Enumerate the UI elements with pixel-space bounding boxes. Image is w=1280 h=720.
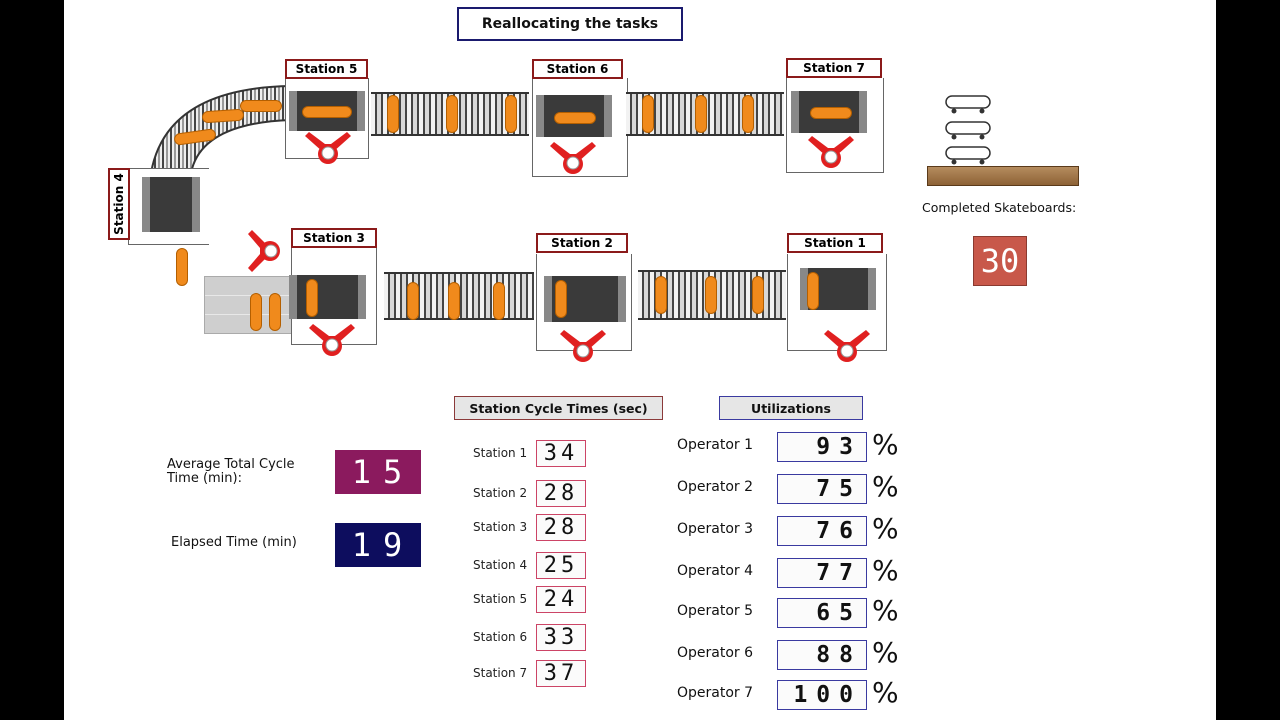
station-3-label: Station 3 bbox=[291, 228, 377, 248]
cycle-row-value: 34 bbox=[536, 440, 586, 467]
cycle-row-label: Station 7 bbox=[473, 666, 528, 680]
station-6-label: Station 6 bbox=[532, 59, 623, 79]
cycle-row-label: Station 1 bbox=[473, 446, 528, 460]
avg-cycle-value: 15 bbox=[335, 450, 421, 494]
station-4-machine bbox=[142, 177, 200, 232]
station-7-label: Station 7 bbox=[786, 58, 882, 78]
skateboard-in-machine bbox=[807, 272, 819, 310]
skateboard-staged bbox=[269, 293, 281, 331]
operator-utilization-value: 76 bbox=[777, 516, 867, 546]
skateboard-in-machine bbox=[302, 106, 352, 118]
operator-row-label: Operator 6 bbox=[677, 645, 754, 661]
curved-conveyor bbox=[149, 84, 292, 174]
operator-row-label: Operator 7 bbox=[677, 685, 754, 701]
simulation-canvas: Reallocating the tasks Station 5 Station… bbox=[64, 0, 1216, 720]
skateboard-transfer bbox=[176, 248, 188, 286]
completed-counter: 30 bbox=[973, 236, 1027, 286]
cycle-row-value: 25 bbox=[536, 552, 586, 579]
station-3-machine bbox=[289, 275, 366, 319]
cycle-row-label: Station 2 bbox=[473, 486, 528, 500]
station-2-label: Station 2 bbox=[536, 233, 628, 253]
cycle-row-value: 33 bbox=[536, 624, 586, 651]
operator-row-label: Operator 3 bbox=[677, 521, 754, 537]
percent-sign: % bbox=[872, 676, 899, 709]
operator-1-icon bbox=[824, 330, 870, 362]
operator-utilization-value: 100 bbox=[777, 680, 867, 710]
skateboard-stack-icon bbox=[945, 95, 991, 165]
operator-utilization-value: 93 bbox=[777, 432, 867, 462]
skateboard-on-belt bbox=[752, 276, 764, 314]
elapsed-label: Elapsed Time (min) bbox=[171, 535, 297, 550]
operator-utilization-value: 75 bbox=[777, 474, 867, 504]
station-4-label-text: Station 4 bbox=[112, 173, 127, 235]
percent-sign: % bbox=[872, 594, 899, 627]
operator-utilization-value: 77 bbox=[777, 558, 867, 588]
operator-utilization-value: 65 bbox=[777, 598, 867, 628]
cycle-row-value: 37 bbox=[536, 660, 586, 687]
percent-sign: % bbox=[872, 428, 899, 461]
skateboard-on-belt bbox=[705, 276, 717, 314]
skateboard-in-machine bbox=[810, 107, 852, 119]
skateboard-in-machine bbox=[306, 279, 318, 317]
station-1-label: Station 1 bbox=[787, 233, 883, 253]
skateboard-on-belt bbox=[407, 282, 419, 320]
skateboard-on-belt bbox=[448, 282, 460, 320]
cycle-row-label: Station 5 bbox=[473, 592, 528, 606]
operator-7-icon bbox=[808, 136, 854, 168]
operator-row-label: Operator 2 bbox=[677, 479, 754, 495]
skateboard-on-belt bbox=[742, 95, 754, 133]
skateboard-staged bbox=[250, 293, 262, 331]
operator-2-icon bbox=[560, 330, 606, 362]
skateboard-on-belt bbox=[655, 276, 667, 314]
operator-row-label: Operator 5 bbox=[677, 603, 754, 619]
skateboard-on-belt bbox=[387, 95, 399, 133]
operator-5-icon bbox=[305, 132, 351, 164]
pallet-icon bbox=[927, 166, 1079, 186]
cycle-row-value: 24 bbox=[536, 586, 586, 613]
operator-6-icon bbox=[550, 142, 596, 174]
operator-row-label: Operator 1 bbox=[677, 437, 754, 453]
cycle-row-value: 28 bbox=[536, 480, 586, 507]
percent-sign: % bbox=[872, 554, 899, 587]
utilizations-header: Utilizations bbox=[719, 396, 863, 420]
station-5-label: Station 5 bbox=[285, 59, 368, 79]
station-4-label: Station 4 bbox=[108, 168, 130, 240]
elapsed-value: 19 bbox=[335, 523, 421, 567]
skateboard-on-belt bbox=[240, 100, 282, 112]
percent-sign: % bbox=[872, 512, 899, 545]
operator-4-icon bbox=[248, 230, 280, 272]
skateboard-on-belt bbox=[493, 282, 505, 320]
operator-row-label: Operator 4 bbox=[677, 563, 754, 579]
page-title: Reallocating the tasks bbox=[457, 7, 683, 41]
skateboard-on-belt bbox=[446, 95, 458, 133]
operator-utilization-value: 88 bbox=[777, 640, 867, 670]
percent-sign: % bbox=[872, 636, 899, 669]
percent-sign: % bbox=[872, 470, 899, 503]
skateboard-on-belt bbox=[695, 95, 707, 133]
operator-3-icon bbox=[309, 324, 355, 356]
skateboard-in-machine bbox=[555, 280, 567, 318]
cycle-row-label: Station 6 bbox=[473, 630, 528, 644]
cycle-row-label: Station 4 bbox=[473, 558, 528, 572]
avg-cycle-label: Average Total Cycle Time (min): bbox=[167, 457, 295, 486]
cycle-row-value: 28 bbox=[536, 514, 586, 541]
skateboard-on-belt bbox=[642, 95, 654, 133]
completed-label: Completed Skateboards: bbox=[922, 200, 1077, 215]
skateboard-in-machine bbox=[554, 112, 596, 124]
skateboard-on-belt bbox=[505, 95, 517, 133]
cycle-row-label: Station 3 bbox=[473, 520, 528, 534]
cycle-times-header: Station Cycle Times (sec) bbox=[454, 396, 663, 420]
